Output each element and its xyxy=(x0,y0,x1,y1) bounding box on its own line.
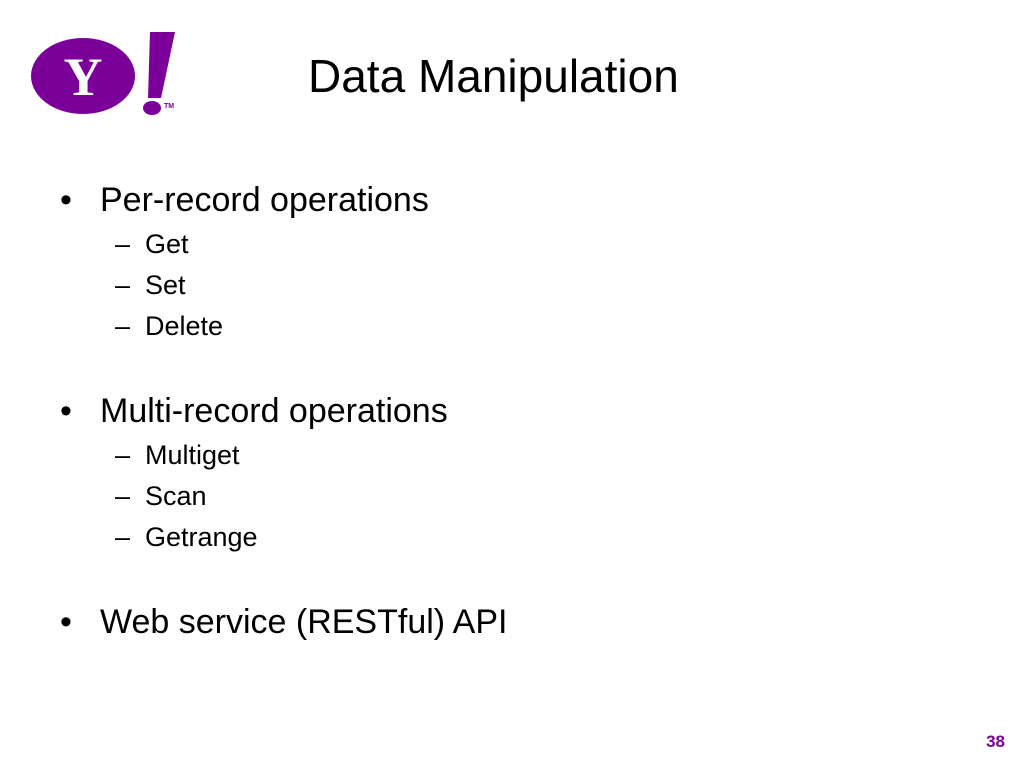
bullet-group-web-service: • Web service (RESTful) API xyxy=(56,598,956,646)
bullet-item: • Multi-record operations xyxy=(56,387,956,435)
sub-item-label: Scan xyxy=(145,481,207,511)
sub-item: – Getrange xyxy=(56,517,956,558)
sub-item-label: Multiget xyxy=(145,440,240,470)
sub-item: – Multiget xyxy=(56,435,956,476)
sub-item-mark: – xyxy=(115,270,131,300)
bullet-group-per-record: • Per-record operations – Get – Set – De… xyxy=(56,176,956,347)
sub-item: – Get xyxy=(56,224,956,265)
sub-item-mark: – xyxy=(115,311,131,341)
bullet-mark: • xyxy=(60,181,72,219)
sub-item-mark: – xyxy=(115,440,131,470)
sub-item-label: Delete xyxy=(145,311,224,341)
yahoo-logo-icon: Y TM xyxy=(31,32,175,115)
bullet-item: • Per-record operations xyxy=(56,176,956,224)
svg-text:TM: TM xyxy=(164,103,174,110)
sub-item-label: Get xyxy=(145,229,189,259)
page-number: 38 xyxy=(986,732,1005,751)
bullet-group-multi-record: • Multi-record operations – Multiget – S… xyxy=(56,387,956,558)
bullet-label: Multi-record operations xyxy=(100,392,448,430)
sub-item: – Scan xyxy=(56,476,956,517)
slide-content: • Per-record operations – Get – Set – De… xyxy=(56,176,956,686)
sub-item-label: Set xyxy=(145,270,186,300)
slide-title: Data Manipulation xyxy=(308,50,679,102)
bullet-mark: • xyxy=(60,392,72,430)
bullet-item: • Web service (RESTful) API xyxy=(56,598,956,646)
bullet-label: Web service (RESTful) API xyxy=(100,603,508,641)
sub-item-mark: – xyxy=(115,522,131,552)
sub-item-label: Getrange xyxy=(145,522,258,552)
sub-item-mark: – xyxy=(115,481,131,511)
svg-text:Y: Y xyxy=(64,47,103,107)
bullet-label: Per-record operations xyxy=(100,181,429,219)
bullet-mark: • xyxy=(60,603,72,641)
sub-item: – Set xyxy=(56,265,956,306)
sub-item-mark: – xyxy=(115,229,131,259)
sub-item: – Delete xyxy=(56,306,956,347)
yahoo-logo: Y TM xyxy=(28,28,188,124)
